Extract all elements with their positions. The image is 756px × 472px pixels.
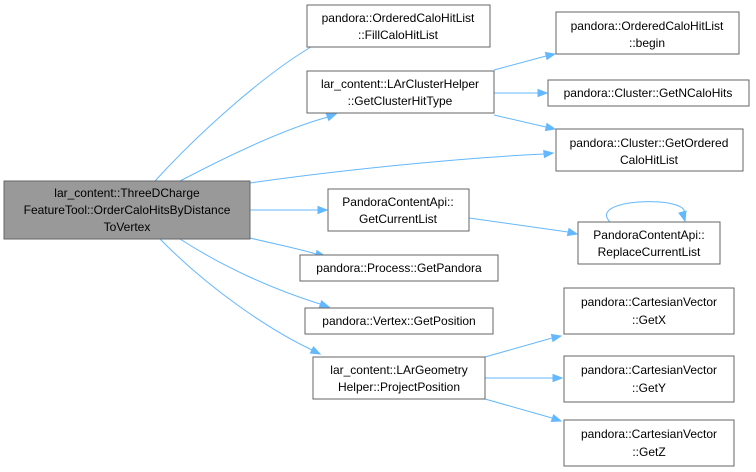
node-fill-calo-hit-list[interactable]: pandora::OrderedCaloHitList ::FillCaloHi…: [306, 4, 491, 48]
node-root-line-3: ToVertex: [104, 220, 151, 234]
node-get-pandora-line-1: pandora::Process::GetPandora: [316, 261, 482, 275]
node-ordered-begin-line-1: pandora::OrderedCaloHitList: [571, 19, 724, 33]
arrowhead-project-position-to-get-z: [550, 413, 563, 423]
node-get-cluster-hit-type-line-2: ::GetClusterHitType: [348, 94, 453, 108]
node-get-position-line-1: pandora::Vertex::GetPosition: [322, 314, 475, 328]
node-ordered-begin-line-2: ::begin: [629, 36, 665, 50]
self-loop-arrowhead: [678, 210, 687, 223]
arrowhead-root-to-get-current-list: [317, 205, 329, 215]
node-get-n-calo-hits-box: [547, 79, 750, 107]
node-get-n-calo-hits-line-1: pandora::Cluster::GetNCaloHits: [564, 86, 733, 100]
edge-cluster-hit-type-to-ordered-begin: [493, 55, 547, 71]
self-loop-edge: [606, 201, 685, 223]
node-fill-calo-hit-list-line-2: ::FillCaloHitList: [358, 28, 439, 42]
node-replace-current-list-line-1: PandoraContentApi::: [593, 228, 704, 242]
node-get-x-line-2: ::GetX: [632, 313, 666, 327]
node-fill-calo-hit-list-box: [306, 4, 491, 48]
node-get-pandora-box: [299, 254, 499, 282]
edge-project-position-to-get-z: [484, 398, 553, 419]
arrowhead-root-to-get-position: [318, 299, 331, 309]
node-get-ordered-calo-hit-list[interactable]: pandora::Cluster::GetOrdered CaloHitList: [555, 128, 744, 172]
arrowhead-current-list-to-replace-current-list: [566, 227, 579, 237]
node-project-position-line-1: lar_content::LArGeometry: [330, 363, 467, 377]
node-fill-calo-hit-list-line-1: pandora::OrderedCaloHitList: [322, 11, 475, 25]
node-get-position-box: [304, 307, 494, 335]
arrowhead-cluster-hit-type-to-get-n-calo-hits: [537, 88, 549, 98]
arrowhead-project-position-to-get-y: [552, 373, 564, 383]
arrowhead-cluster-hit-type-to-ordered-begin: [544, 51, 557, 61]
node-root-line-1: lar_content::ThreeDCharge: [54, 186, 200, 200]
node-project-position[interactable]: lar_content::LArGeometry Helper::Project…: [312, 356, 486, 400]
node-get-current-list[interactable]: PandoraContentApi:: GetCurrentList: [327, 188, 470, 232]
node-get-z-line-1: pandora::CartesianVector: [581, 427, 717, 441]
node-get-y-line-1: pandora::CartesianVector: [581, 363, 717, 377]
edge-project-position-to-get-x: [484, 337, 553, 358]
node-ordered-begin[interactable]: pandora::OrderedCaloHitList ::begin: [555, 11, 740, 55]
node-get-cluster-hit-type-line-1: lar_content::LArClusterHelper: [321, 77, 479, 91]
node-get-pandora[interactable]: pandora::Process::GetPandora: [299, 254, 499, 282]
arrowhead-project-position-to-get-x: [550, 333, 563, 343]
arrowhead-root-to-get-cluster-hit-type: [325, 113, 338, 122]
node-get-cluster-hit-type-box: [306, 70, 495, 114]
edge-root-to-get-ordered-calo-hit-list: [249, 153, 545, 184]
node-root[interactable]: lar_content::ThreeDCharge FeatureTool::O…: [3, 180, 251, 240]
arrowhead-root-to-get-ordered-calo-hit-list: [543, 149, 555, 159]
node-get-z-box: [563, 419, 735, 467]
edge-root-to-project-position: [159, 238, 313, 351]
node-get-ordered-calo-hit-list-line-1: pandora::Cluster::GetOrdered: [570, 136, 729, 150]
node-replace-current-list-box: [577, 221, 721, 265]
node-get-x-box: [563, 287, 735, 335]
edge-cluster-hit-type-to-get-ordered-calo-hit-list: [493, 114, 547, 128]
node-get-y-line-2: ::GetY: [632, 381, 666, 395]
arrowhead-root-to-project-position: [309, 345, 322, 355]
node-root-line-2: FeatureTool::OrderCaloHitsByDistance: [24, 203, 231, 217]
edge-root-to-get-pandora: [249, 237, 317, 255]
node-get-n-calo-hits[interactable]: pandora::Cluster::GetNCaloHits: [547, 79, 750, 107]
node-root-box: [3, 180, 251, 240]
node-replace-current-list[interactable]: PandoraContentApi:: ReplaceCurrentList: [577, 201, 721, 265]
arrowhead-cluster-hit-type-to-get-ordered-calo-hit-list: [544, 122, 557, 132]
node-replace-current-list-line-2: ReplaceCurrentList: [598, 245, 701, 259]
node-get-position[interactable]: pandora::Vertex::GetPosition: [304, 307, 494, 335]
node-get-current-list-box: [327, 188, 470, 232]
node-project-position-box: [312, 356, 486, 400]
node-get-x[interactable]: pandora::CartesianVector ::GetX: [563, 287, 735, 335]
node-get-y-box: [563, 355, 735, 403]
node-get-z-line-2: ::GetZ: [632, 445, 665, 459]
edge-root-to-get-position: [179, 238, 321, 305]
node-get-current-list-line-1: PandoraContentApi::: [342, 195, 453, 209]
node-ordered-begin-box: [555, 11, 740, 55]
node-get-x-line-1: pandora::CartesianVector: [581, 295, 717, 309]
node-get-y[interactable]: pandora::CartesianVector ::GetY: [563, 355, 735, 403]
edge-root-to-fill-calo-hit-list: [154, 43, 317, 182]
edge-current-list-to-replace-current-list: [468, 217, 569, 233]
edge-root-to-get-cluster-hit-type: [179, 116, 329, 182]
node-get-current-list-line-2: GetCurrentList: [359, 212, 438, 226]
node-get-ordered-calo-hit-list-box: [555, 128, 744, 172]
node-get-ordered-calo-hit-list-line-2: CaloHitList: [620, 153, 679, 167]
node-get-cluster-hit-type[interactable]: lar_content::LArClusterHelper ::GetClust…: [306, 70, 495, 114]
node-get-z[interactable]: pandora::CartesianVector ::GetZ: [563, 419, 735, 467]
node-project-position-line-2: Helper::ProjectPosition: [338, 380, 460, 394]
